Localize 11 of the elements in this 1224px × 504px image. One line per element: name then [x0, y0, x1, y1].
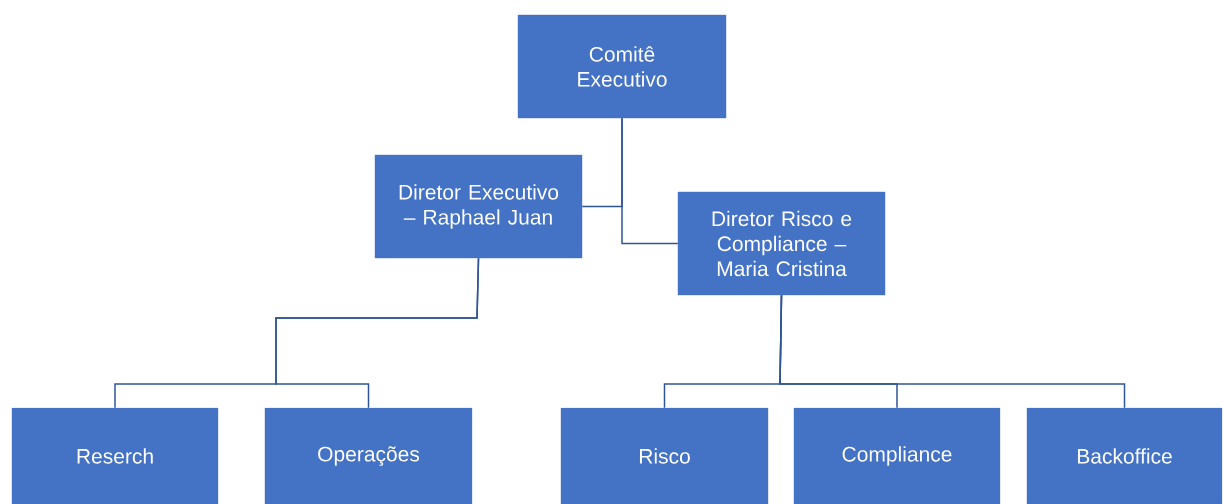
- org-box: Risco: [560, 407, 769, 504]
- connector-line: [275, 257, 480, 409]
- connector-line: [621, 117, 679, 245]
- org-box: Operações: [264, 407, 473, 504]
- connector-line: [779, 294, 1126, 409]
- org-box: Reserch: [11, 407, 219, 504]
- org-box: Comitê Executivo: [517, 14, 727, 119]
- org-box: Backoffice: [1026, 407, 1223, 504]
- org-box: Compliance: [793, 407, 1001, 504]
- org-box: Diretor Risco e Compliance – Maria Cristina: [677, 191, 886, 296]
- org-box: Diretor Executivo – Raphael Juan: [374, 154, 583, 259]
